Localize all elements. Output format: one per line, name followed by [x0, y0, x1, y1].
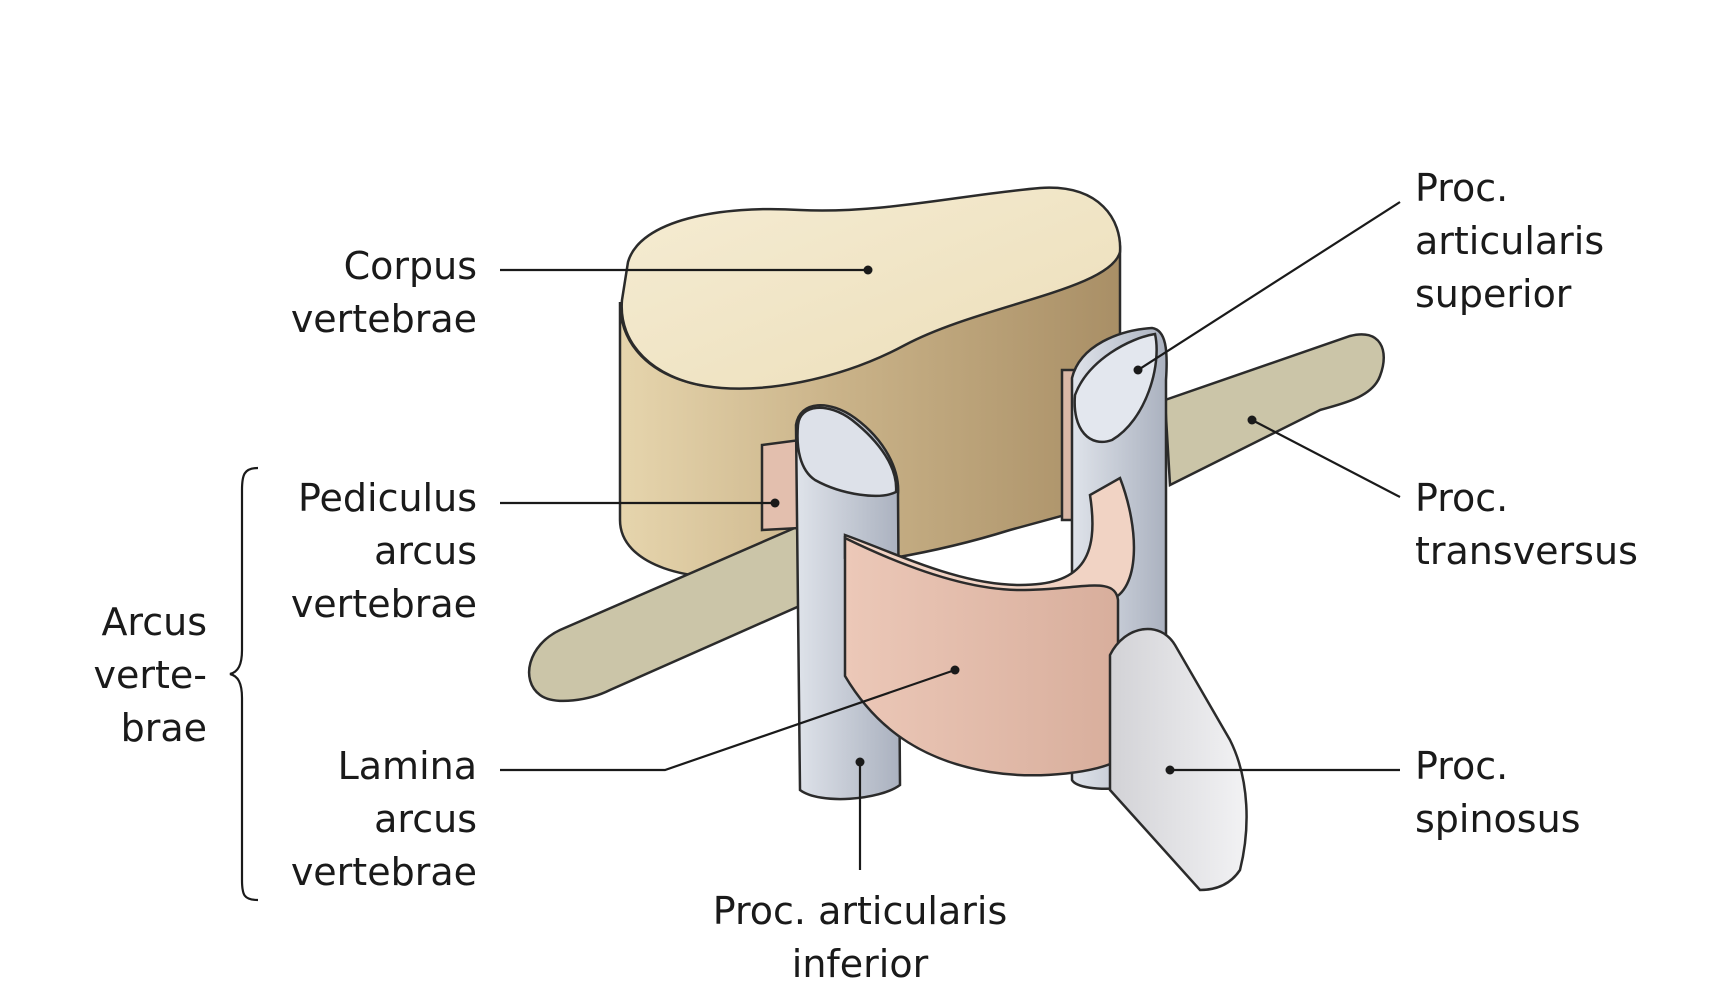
- label-art-superior-line2: articularis: [1415, 219, 1605, 263]
- label-lamina-line1: Lamina: [337, 744, 477, 788]
- label-corpus-vertebrae: Corpus vertebrae: [291, 240, 477, 346]
- leader-lamina-dot: [950, 665, 960, 675]
- proc-spinosus-shape: [1108, 627, 1248, 892]
- label-art-inferior-line1: Proc. articularis: [712, 889, 1008, 933]
- label-arcus-line2: verte-: [93, 653, 207, 697]
- label-spinosus-line2: spinosus: [1415, 797, 1581, 841]
- transverse-process-right: [1163, 333, 1385, 487]
- leader-lines: [500, 201, 1401, 870]
- label-art-superior-line3: superior: [1415, 272, 1572, 316]
- leader-art-superior-dot: [1133, 365, 1143, 375]
- label-proc-articularis-inferior: Proc. articularis inferior: [700, 885, 1020, 991]
- label-lamina-line2: arcus: [374, 797, 477, 841]
- label-corpus-line2: vertebrae: [290, 297, 477, 341]
- leader-transversus: [1251, 419, 1401, 498]
- leader-transversus-dot: [1247, 415, 1257, 425]
- leader-lamina: [500, 668, 956, 772]
- label-arcus-line1: Arcus: [101, 600, 207, 644]
- label-transversus-line2: transversus: [1415, 529, 1638, 573]
- label-pediculus-line1: Pediculus: [297, 476, 477, 520]
- label-transversus-line1: Proc.: [1415, 476, 1509, 520]
- label-proc-transversus: Proc. transversus: [1415, 472, 1638, 578]
- label-proc-articularis-superior: Proc. articularis superior: [1415, 162, 1604, 321]
- corpus-top: [620, 186, 1122, 390]
- label-pediculus-arcus-vertebrae: Pediculus arcus vertebrae: [291, 472, 477, 631]
- lamina-arcus-shape: [843, 476, 1136, 777]
- label-art-inferior-line2: inferior: [791, 942, 929, 986]
- leader-pediculus-dot: [770, 498, 780, 508]
- corpus-vertebrae-shape: [618, 186, 1122, 579]
- label-proc-spinosus: Proc. spinosus: [1415, 740, 1581, 846]
- leader-art-superior: [1137, 201, 1401, 371]
- label-lamina-line3: vertebrae: [290, 850, 477, 894]
- leader-spinosus-dot: [1165, 765, 1175, 775]
- leader-corpus-dot: [863, 265, 873, 275]
- label-pediculus-line3: vertebrae: [290, 582, 477, 626]
- leader-art-inferior-dot: [855, 757, 865, 767]
- label-lamina-arcus-vertebrae: Lamina arcus vertebrae: [291, 740, 477, 899]
- label-pediculus-line2: arcus: [374, 529, 477, 573]
- label-arcus-line3: brae: [120, 706, 207, 750]
- label-art-superior-line1: Proc.: [1415, 166, 1509, 210]
- label-corpus-line1: Corpus: [343, 244, 477, 288]
- arcus-brace: [229, 466, 259, 902]
- pediculus-left: [760, 438, 802, 532]
- transverse-process-left: [527, 518, 815, 703]
- label-spinosus-line1: Proc.: [1415, 744, 1509, 788]
- label-arcus-vertebrae: Arcus verte- brae: [94, 596, 207, 755]
